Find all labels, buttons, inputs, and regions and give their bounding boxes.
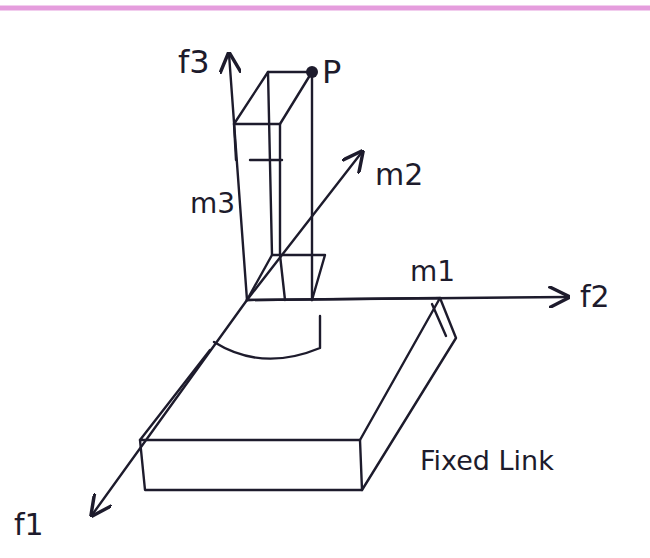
- arm-edges: [234, 72, 312, 300]
- slab-edge-stroke: [432, 304, 446, 336]
- rotation-arc: [214, 316, 320, 359]
- arm-bottom-face: [247, 255, 325, 300]
- f3-axis: [229, 54, 247, 300]
- f1-axis: [92, 300, 247, 515]
- m2-axis: [247, 152, 362, 300]
- point-label: P: [322, 56, 341, 88]
- axis-label: m2: [375, 160, 423, 190]
- point-p: [306, 66, 318, 78]
- arm-top-face: [234, 72, 312, 124]
- axis-label: m3: [190, 190, 235, 218]
- axis-label: f1: [14, 510, 44, 540]
- page-rule: [0, 6, 650, 11]
- part-label: Fixed Link: [420, 447, 554, 474]
- axis-label: f3: [178, 46, 210, 78]
- slab-front-face: [140, 440, 362, 490]
- arm-mid-edge: [250, 159, 282, 161]
- axis-label: f2: [580, 282, 610, 312]
- slab-top-face: [140, 298, 440, 440]
- joint-label: m1: [410, 258, 455, 286]
